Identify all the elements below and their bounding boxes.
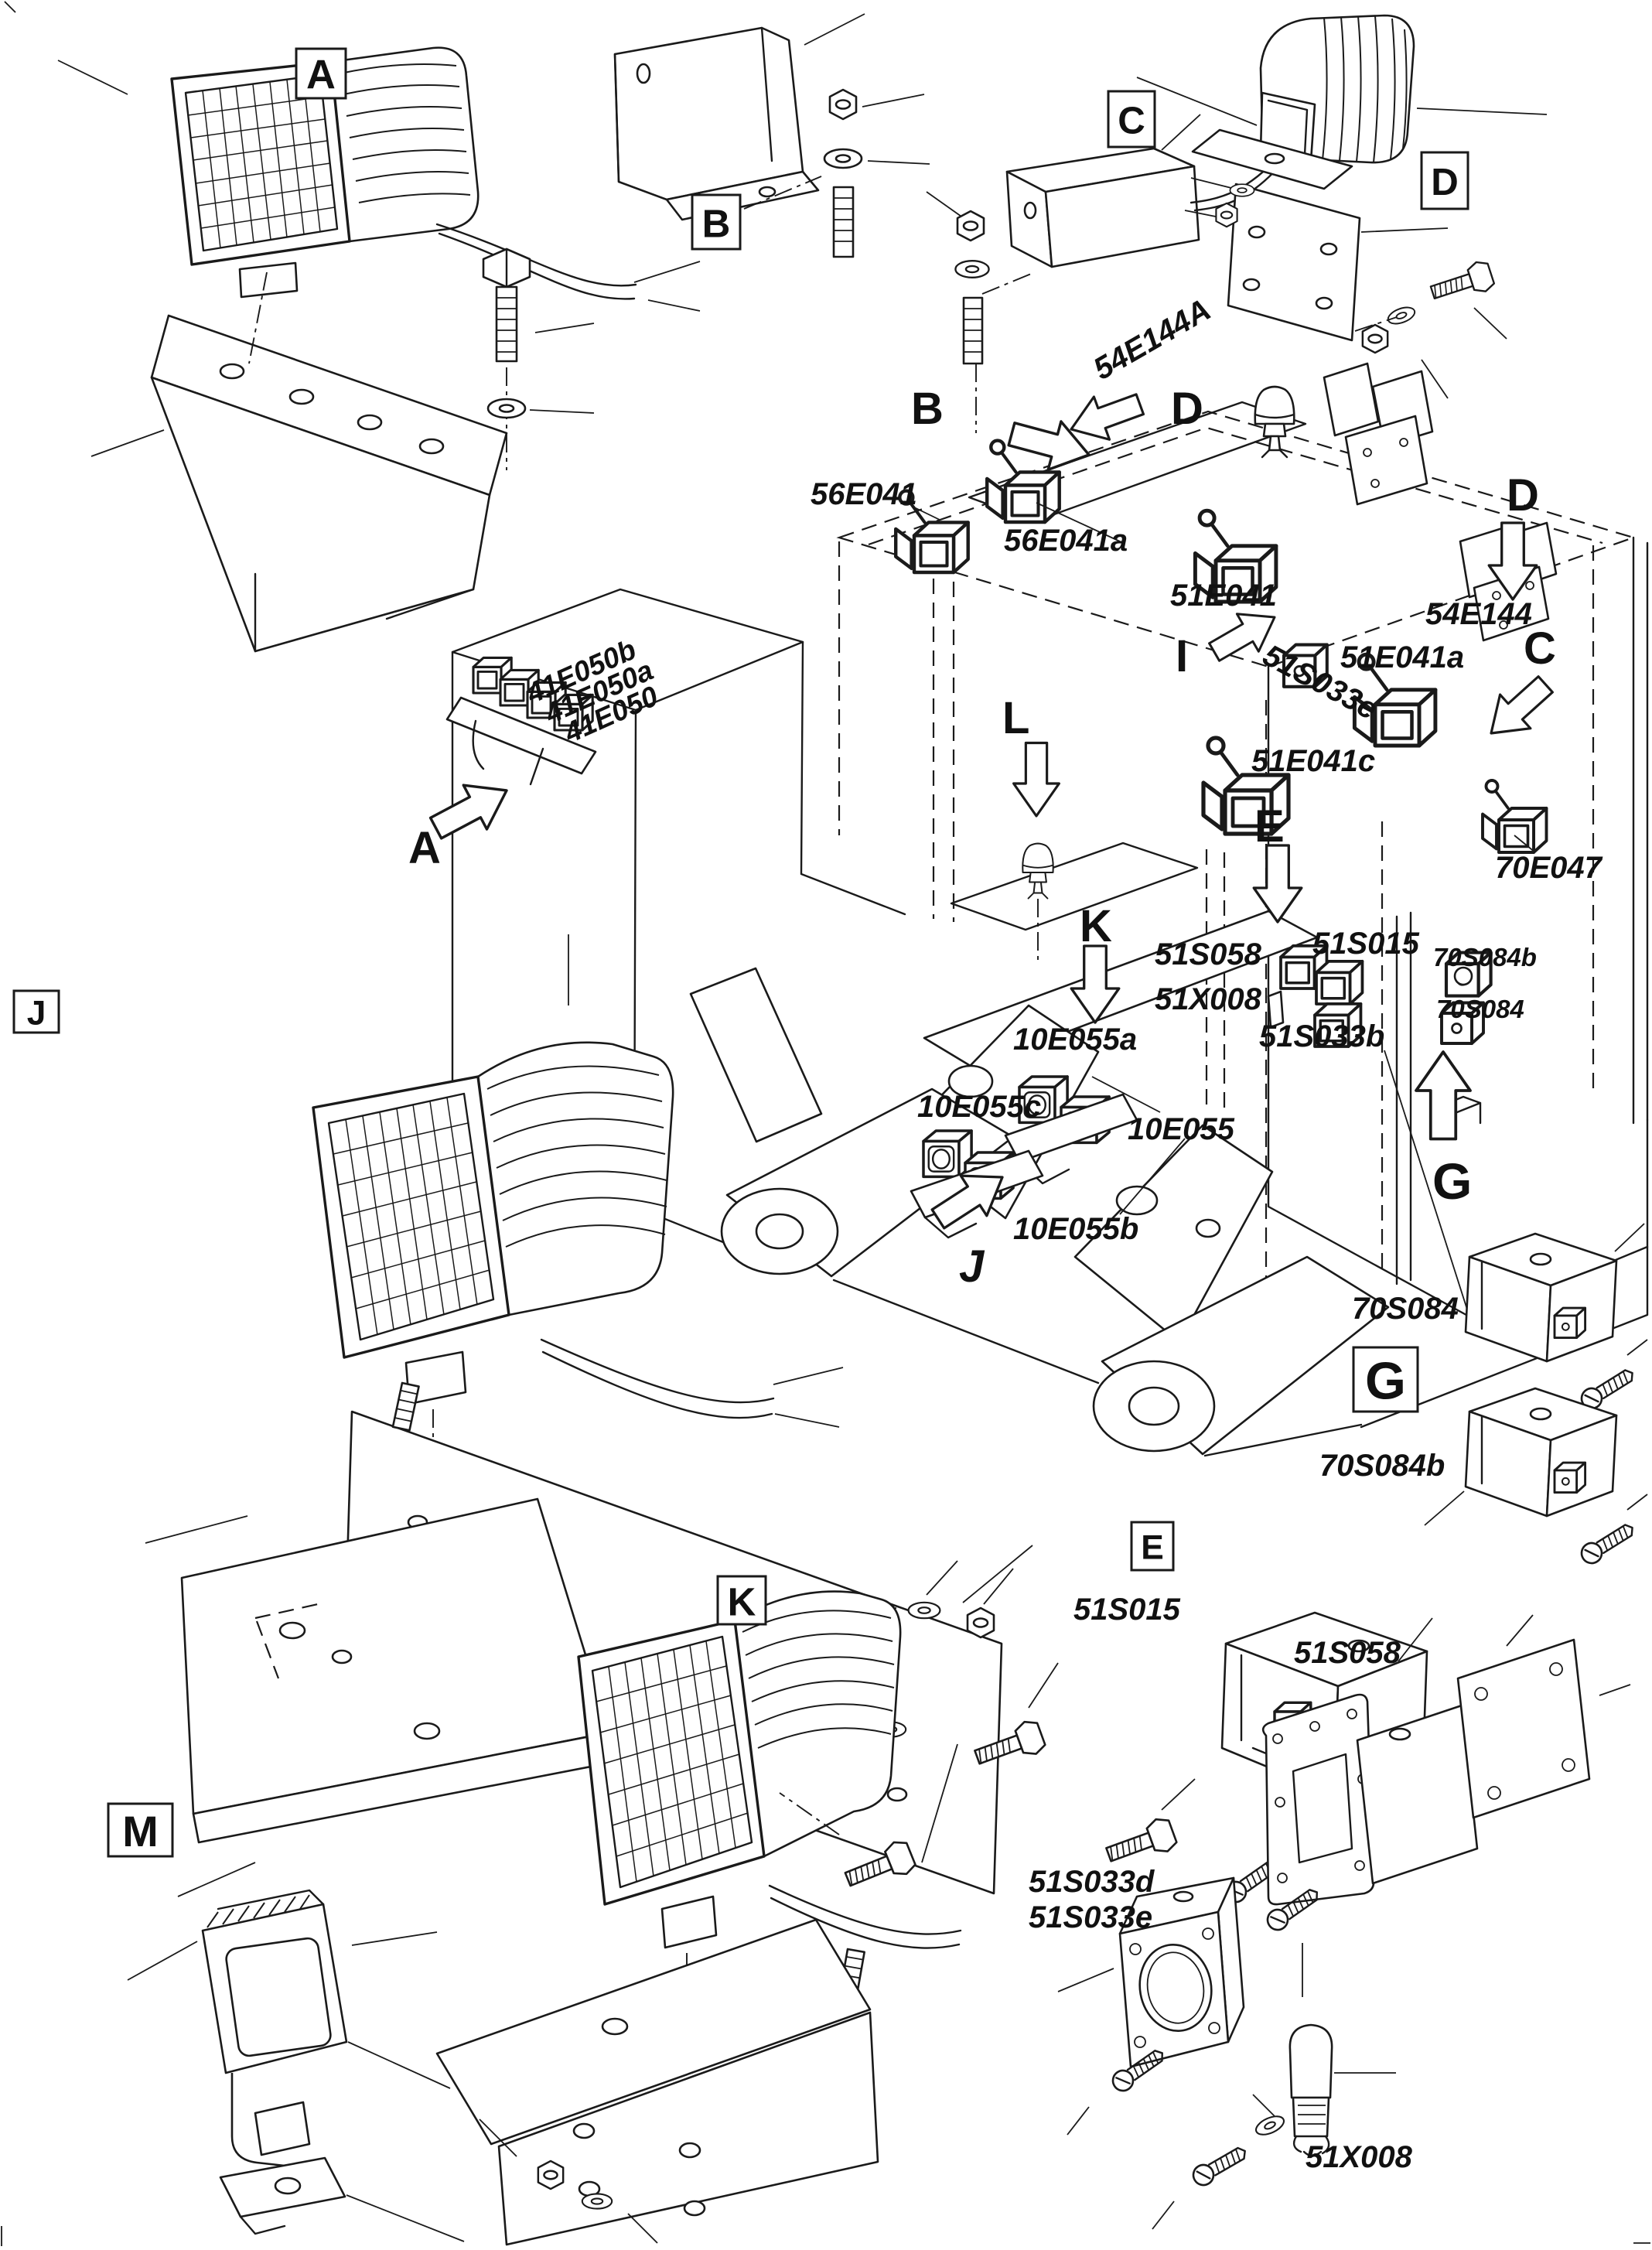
section-box-g — [1352, 1346, 1419, 1413]
view-letter-c: C — [1524, 623, 1556, 674]
part-label-70s084: 70S084 — [1436, 995, 1524, 1023]
lens-grid-k — [596, 1641, 749, 1883]
section-letter-e: E — [1141, 1529, 1164, 1567]
section-box-a — [295, 47, 347, 100]
section-letter-b: B — [702, 202, 731, 246]
section-c-cover — [926, 114, 1201, 433]
view-letter-a: A — [408, 823, 441, 873]
part-label-51x008: 51X008 — [1155, 982, 1262, 1016]
part-label-54e144: 54E144 — [1425, 597, 1532, 631]
section-letter-c: C — [1118, 100, 1145, 142]
part-label-10e055a: 10E055a — [1013, 1023, 1137, 1057]
section-box-e — [1130, 1521, 1175, 1572]
part-label-70s084: 70S084 — [1352, 1292, 1459, 1326]
section-box-c — [1107, 90, 1156, 149]
section-letter-j: J — [27, 995, 46, 1033]
arrow-c — [1474, 666, 1562, 752]
section-box-m — [107, 1802, 174, 1858]
view-letter-k: K — [1080, 901, 1112, 951]
section-b-bracket — [613, 13, 930, 258]
section-letter-m: M — [122, 1808, 158, 1856]
housing-70s084 — [1464, 1232, 1618, 1363]
part-label-10e055c: 10E055c — [917, 1090, 1041, 1124]
part-label-51s033e: 51S033e — [1029, 1900, 1152, 1934]
section-letter-g: G — [1365, 1352, 1406, 1411]
part-label-51s058: 51S058 — [1294, 1636, 1401, 1670]
section-letter-k: K — [728, 1580, 756, 1624]
section-letter-a: A — [306, 53, 336, 98]
part-label-70s084b: 70S084b — [1319, 1449, 1445, 1483]
section-a-worklamp — [57, 46, 701, 653]
part-label-51e041: 51E041 — [1170, 579, 1277, 613]
view-letter-d: D — [1171, 384, 1203, 434]
part-labels-layer: 54E144A56E04156E041a41E050b41E050a41E050… — [408, 292, 1603, 2174]
view-letter-g: G — [1432, 1152, 1472, 1210]
section-g-housings — [1424, 1223, 1648, 1569]
part-label-51s033d: 51S033d — [1029, 1865, 1155, 1899]
part-label-54e144a: 54E144A — [1088, 292, 1217, 387]
part-label-56e041a: 56E041a — [1004, 524, 1128, 558]
section-box-k — [716, 1575, 767, 1626]
part-label-51x008: 51X008 — [1306, 2140, 1413, 2174]
view-letter-j: J — [959, 1241, 985, 1292]
part-label-10e055b: 10E055b — [1013, 1212, 1138, 1246]
section-m-ledlamp — [127, 1862, 465, 2242]
part-label-51s015: 51S015 — [1073, 1593, 1181, 1627]
view-letter-e: E — [1254, 801, 1285, 852]
section-letter-boxes: A B C D J K M E G — [12, 47, 1469, 1858]
part-label-10e055: 10E055 — [1128, 1112, 1235, 1146]
view-letter-d: D — [1507, 470, 1539, 521]
view-letter-l: L — [1002, 693, 1029, 743]
part-label-51s015: 51S015 — [1312, 927, 1420, 961]
arrow-e — [1252, 844, 1303, 924]
part-label-70e047: 70E047 — [1495, 851, 1603, 885]
lens-grid-j — [333, 1097, 490, 1336]
section-box-j — [12, 989, 60, 1034]
housing-70s084b — [1464, 1387, 1618, 1518]
section-letter-d: D — [1431, 161, 1459, 203]
section-box-d — [1420, 151, 1469, 210]
view-letter-i: I — [1176, 631, 1188, 681]
section-e-switches — [1057, 1611, 1631, 2230]
section-box-b — [691, 193, 742, 251]
part-label-70s084b: 70S084b — [1433, 943, 1537, 971]
part-label-51s033b: 51S033b — [1259, 1019, 1384, 1053]
part-label-51e041c: 51E041c — [1251, 744, 1375, 778]
part-label-51s058: 51S058 — [1155, 937, 1262, 971]
part-label-51e041a: 51E041a — [1340, 640, 1464, 674]
view-letter-b: B — [911, 384, 944, 434]
part-label-56e041: 56E041 — [811, 477, 917, 511]
arrow-l — [1012, 741, 1060, 818]
section-d-floodlamp — [1136, 14, 1548, 399]
section-k-worklamp — [435, 1545, 1033, 2246]
arrow-g — [1415, 1050, 1472, 1141]
lens-grid-a — [187, 77, 336, 249]
